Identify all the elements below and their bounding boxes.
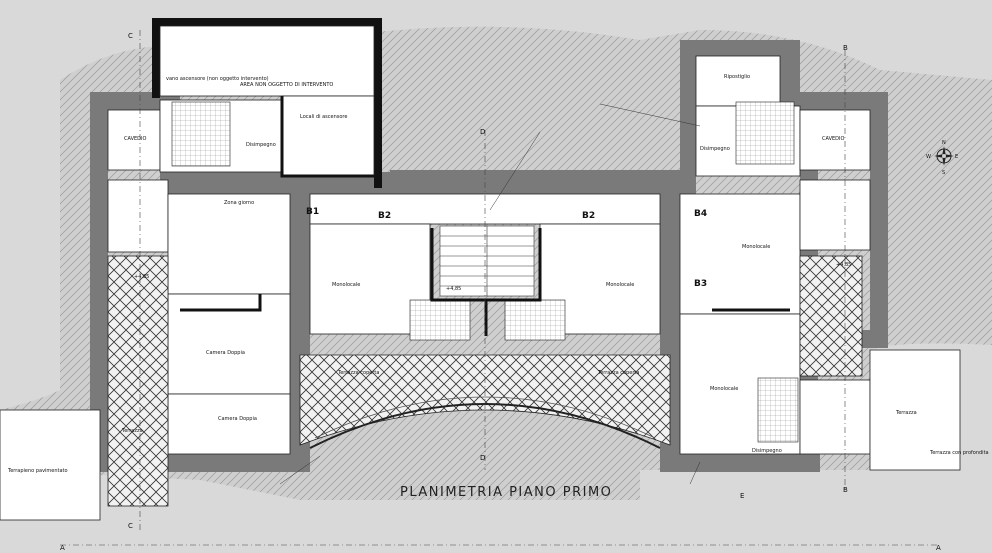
label-monolocale-2: Monolocale	[606, 282, 634, 288]
label-terrazza-coperta-1: Terrazza coperta	[337, 370, 379, 376]
label-terrapieno: Terrapieno pavimentato	[7, 468, 68, 474]
drawing-title: PLANIMETRIA PIANO PRIMO	[400, 485, 612, 500]
label-cavedio-right: CAVEDIO	[822, 136, 844, 142]
label-zona-giorno: Zona giorno	[224, 200, 254, 206]
section-mark-b-bottom: B	[843, 486, 848, 494]
label-area-non-oggetto: AREA NON OGGETTO DI INTERVENTO	[240, 82, 333, 88]
section-mark-e: E	[740, 492, 744, 500]
terrace-arc-inner	[314, 396, 656, 439]
label-terrazza-right: Terrazza	[895, 410, 917, 416]
leader-lines	[279, 103, 701, 485]
label-monolocale-1: Monolocale	[332, 282, 360, 288]
unit-tag-b1: B1	[306, 207, 319, 217]
label-terrazza-profonda: Terrazza con profondita	[929, 450, 989, 456]
label-cavedio-left: CAVEDIO	[124, 136, 146, 142]
compass-w: W	[926, 154, 931, 160]
label-terrazza-coperta-2: Terrazza coperta	[597, 370, 639, 376]
section-mark-a-left: A	[60, 544, 65, 552]
label-camera-doppia-1: Camera Doppia	[206, 350, 245, 356]
label-ripostiglio: Ripostiglio	[724, 74, 750, 80]
compass-s: S	[942, 170, 945, 176]
compass-e: E	[955, 154, 958, 160]
section-mark-c-top: C	[128, 32, 133, 40]
level-mark-3: +4,85	[836, 262, 851, 268]
section-mark-d-bottom: D	[480, 454, 485, 462]
unit-tag-b3: B3	[694, 279, 707, 289]
label-disimpegno-right: Disimpegno	[700, 146, 730, 152]
building-walls	[90, 18, 888, 472]
unit-tag-b4: B4	[694, 209, 707, 219]
label-monolocale-3: Monolocale	[742, 244, 770, 250]
section-mark-b-top: B	[843, 44, 848, 52]
level-mark-2: +4,85	[446, 286, 461, 292]
unit-tag-b2-right: B2	[582, 211, 595, 221]
label-vano-ascensore: vano ascensore (non oggetto intervento)	[166, 76, 269, 82]
label-monolocale-4: Monolocale	[710, 386, 738, 392]
section-mark-a-right: A	[936, 544, 941, 552]
terrace-left	[107, 255, 169, 507]
level-mark-1: +4,85	[134, 274, 149, 280]
section-lines	[60, 30, 940, 546]
label-disimpegno-left: Disimpegno	[246, 142, 276, 148]
partitions	[180, 96, 790, 336]
label-locali-ascensore: Locali di ascensore	[300, 114, 347, 120]
label-camera-doppia-2: Camera Doppia	[218, 416, 257, 422]
stair	[439, 225, 535, 297]
compass-rose: N S E W	[926, 140, 958, 176]
section-mark-d-top: D	[480, 128, 485, 136]
label-disimpegno-bottom: Disimpegno	[752, 448, 782, 454]
terrace-right	[799, 255, 863, 377]
section-mark-c-bottom: C	[128, 522, 133, 530]
unit-tag-b2-left: B2	[378, 211, 391, 221]
bathroom-tiles	[171, 101, 799, 443]
compass-n: N	[942, 140, 946, 146]
label-terrazza-left: Terrazza	[121, 428, 143, 434]
